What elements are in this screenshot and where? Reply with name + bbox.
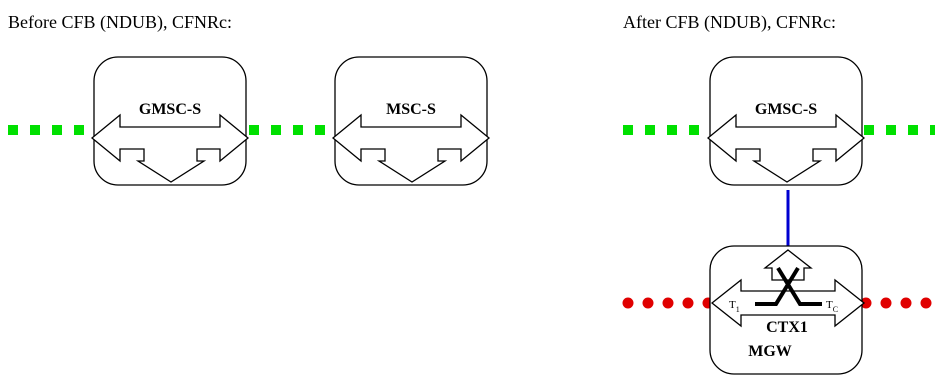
mgw-up-arrow [763, 249, 813, 281]
left-panel-title: Before CFB (NDUB), CFNRc: [8, 12, 232, 32]
gmsc-s-label-right: GMSC-S [755, 101, 817, 118]
msc-s-node: MSC-S [332, 56, 490, 186]
mgw-label: MGW [748, 343, 792, 360]
gmsc-s-node-right: GMSC-S [707, 56, 865, 186]
gmsc-s-node-left: GMSC-S [91, 56, 249, 186]
msc-s-label: MSC-S [386, 101, 436, 118]
term-left-label: T1 [729, 299, 740, 314]
mgw-double-arrow [710, 278, 866, 328]
right-panel-title: After CFB (NDUB), CFNRc: [623, 12, 837, 32]
gmsc-s-label-left: GMSC-S [139, 101, 201, 118]
mgw-node: T1 TC CTX1 MGW [709, 245, 866, 375]
ctx1-label: CTX1 [766, 319, 808, 336]
term-right-label: TC [826, 299, 838, 314]
cross-connect-symbol [755, 266, 822, 306]
